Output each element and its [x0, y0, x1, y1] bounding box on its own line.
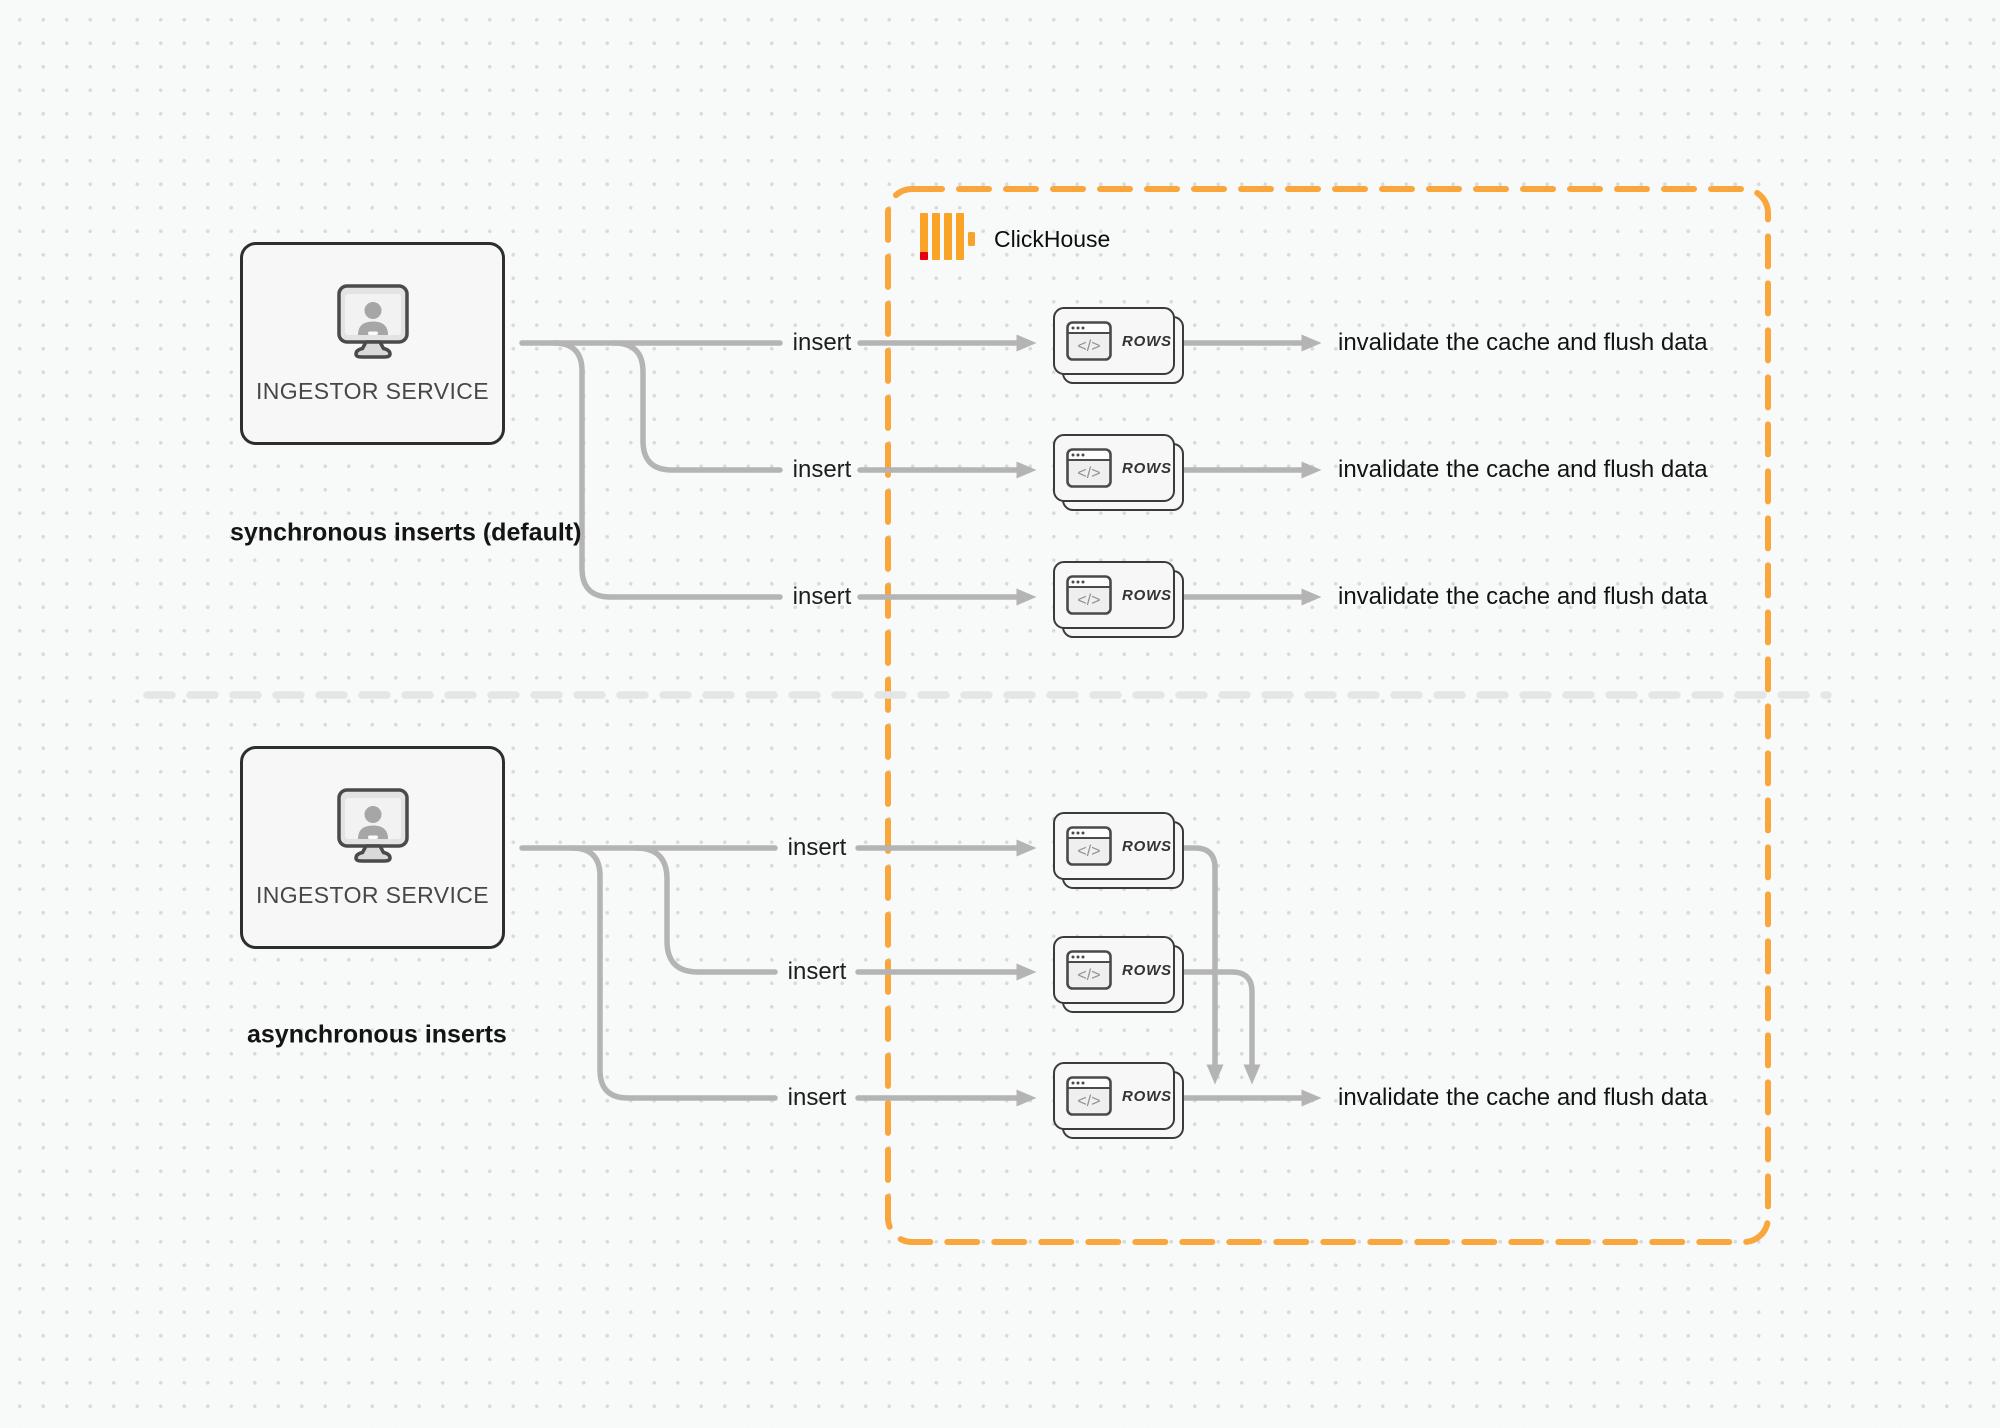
stacked-card: </> ROWS: [1053, 434, 1175, 502]
clickhouse-title: ClickHouse: [994, 226, 1111, 252]
svg-text:</>: </>: [1077, 967, 1100, 984]
code-window-icon: </>: [1066, 1076, 1112, 1116]
async-insert-label-2: insert: [787, 958, 847, 985]
code-window-icon: </>: [1066, 826, 1112, 866]
clickhouse-logo-red-accent: [920, 252, 928, 260]
code-window-icon: </>: [1066, 448, 1112, 488]
rows-label: ROWS: [1122, 586, 1172, 604]
rows-table-sync-2: </> ROWS: [1053, 434, 1184, 511]
rows-label: ROWS: [1122, 1087, 1172, 1105]
stacked-card: </> ROWS: [1053, 307, 1175, 375]
async-flush-drop-arrow-1: [1181, 845, 1224, 1085]
code-window-icon: </>: [1066, 950, 1112, 990]
async-result-label: invalidate the cache and flush data: [1338, 1084, 1708, 1111]
code-window-icon: </>: [1066, 321, 1112, 361]
svg-text:</>: </>: [1077, 843, 1100, 860]
sync-branch-line-2: [611, 340, 783, 473]
async-insert-label-1: insert: [787, 834, 847, 861]
code-window-icon: </>: [1066, 575, 1112, 615]
stacked-card: </> ROWS: [1053, 561, 1175, 629]
sync-result-label-3: invalidate the cache and flush data: [1338, 583, 1708, 610]
sync-insert-label-1: insert: [792, 329, 852, 356]
stacked-card: </> ROWS: [1053, 1062, 1175, 1130]
svg-text:</>: </>: [1077, 1093, 1100, 1110]
rows-table-sync-3: </> ROWS: [1053, 561, 1184, 638]
svg-text:</>: </>: [1077, 592, 1100, 609]
sync-insert-label-3: insert: [792, 583, 852, 610]
async-insert-label-3: insert: [787, 1084, 847, 1111]
async-branch-line-2: [633, 845, 778, 975]
async-caption: asynchronous inserts: [247, 1020, 507, 1049]
stacked-card: </> ROWS: [1053, 936, 1175, 1004]
service-label: INGESTOR SERVICE: [255, 881, 490, 908]
rows-table-async-3: </> ROWS: [1053, 1062, 1184, 1139]
svg-text:</>: </>: [1077, 465, 1100, 482]
sync-result-label-1: invalidate the cache and flush data: [1338, 329, 1708, 356]
rows-table-async-1: </> ROWS: [1053, 812, 1184, 889]
service-label: INGESTOR SERVICE: [255, 377, 490, 404]
clickhouse-logo-icon: [920, 213, 975, 260]
rows-label: ROWS: [1122, 837, 1172, 855]
sync-insert-label-2: insert: [792, 456, 852, 483]
svg-text:</>: </>: [1077, 338, 1100, 355]
clickhouse-boundary: [885, 186, 1771, 1245]
rows-label: ROWS: [1122, 961, 1172, 979]
sync-branch-line-3: [551, 340, 783, 600]
async-flush-drop-arrow-2: [1181, 969, 1261, 1085]
monitor-user-icon: [336, 283, 409, 359]
stacked-card: </> ROWS: [1053, 812, 1175, 880]
ingestor-service-box-sync: INGESTOR SERVICE: [240, 242, 505, 445]
sync-caption: synchronous inserts (default): [230, 518, 582, 547]
clickhouse-header: ClickHouse: [920, 213, 1110, 263]
ingestor-service-box-async: INGESTOR SERVICE: [240, 746, 505, 949]
sync-result-label-2: invalidate the cache and flush data: [1338, 456, 1708, 483]
rows-table-sync-1: </> ROWS: [1053, 307, 1184, 384]
rows-label: ROWS: [1122, 332, 1172, 350]
async-branch-line-3: [569, 845, 778, 1101]
rows-label: ROWS: [1122, 459, 1172, 477]
rows-table-async-2: </> ROWS: [1053, 936, 1184, 1013]
monitor-user-icon: [336, 787, 409, 863]
